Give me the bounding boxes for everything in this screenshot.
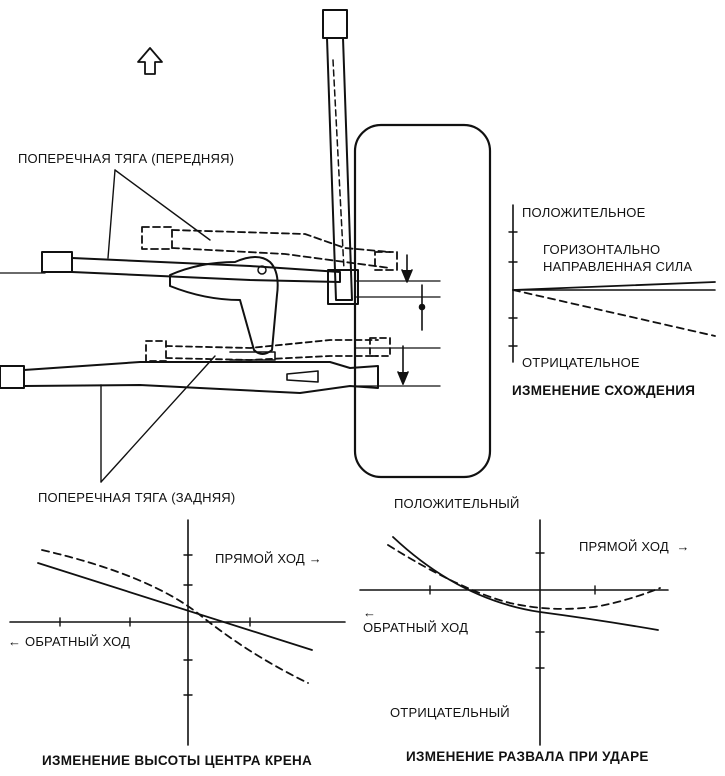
roll-reverse-label: ← ОБРАТНЫЙ ХОД	[8, 634, 131, 649]
wheel-tire	[353, 123, 492, 479]
up-arrow-icon	[137, 47, 163, 75]
strut	[322, 9, 359, 305]
roll-center-chart-title: ИЗМЕНЕНИЕ ВЫСОТЫ ЦЕНТРА КРЕНА	[42, 753, 313, 768]
toe-chart-title: ИЗМЕНЕНИЕ СХОЖДЕНИЯ	[512, 383, 696, 398]
camber-change-chart	[359, 519, 669, 746]
steering-knuckle	[169, 256, 279, 355]
camber-positive-label: ПОЛОЖИТЕЛЬНЫЙ	[394, 496, 520, 511]
toe-dashed-line	[512, 289, 716, 337]
camber-forward-label: ПРЯМОЙ ХОД →	[579, 539, 690, 554]
camber-dashed-line	[387, 544, 661, 610]
knuckle-bolt	[257, 265, 267, 275]
toe-solid-line	[512, 281, 716, 291]
roll-dashed-line	[41, 549, 309, 684]
displacement-arrows	[397, 254, 426, 385]
rear-tie-rod-label: ПОПЕРЕЧНАЯ ТЯГА (ЗАДНЯЯ)	[38, 490, 236, 505]
front-tie-rod	[41, 251, 341, 283]
toe-positive-label: ПОЛОЖИТЕЛЬНОЕ	[522, 205, 646, 220]
reference-lines	[0, 272, 441, 387]
front-tie-rod-label: ПОПЕРЕЧНАЯ ТЯГА (ПЕРЕДНЯЯ)	[18, 151, 235, 166]
toe-force-label-line1: ГОРИЗОНТАЛЬНО	[543, 242, 661, 257]
camber-negative-label: ОТРИЦАТЕЛЬНЫЙ	[390, 705, 510, 720]
roll-forward-label: ПРЯМОЙ ХОД →	[215, 551, 322, 566]
toe-change-chart	[508, 204, 716, 363]
rear-tie-rod-displaced	[145, 337, 391, 362]
toe-negative-label: ОТРИЦАТЕЛЬНОЕ	[522, 355, 640, 370]
leader-lines	[100, 169, 216, 483]
roll-solid-line	[37, 562, 313, 651]
camber-chart-title: ИЗМЕНЕНИЕ РАЗВАЛА ПРИ УДАРЕ	[406, 749, 649, 764]
camber-solid-line	[392, 536, 659, 631]
front-tie-rod-displaced	[141, 226, 398, 271]
camber-reverse-label: ←ОБРАТНЫЙ ХОД	[363, 605, 469, 635]
roll-center-chart	[9, 519, 346, 746]
toe-force-label-line2: НАПРАВЛЕННАЯ СИЛА	[543, 259, 693, 274]
